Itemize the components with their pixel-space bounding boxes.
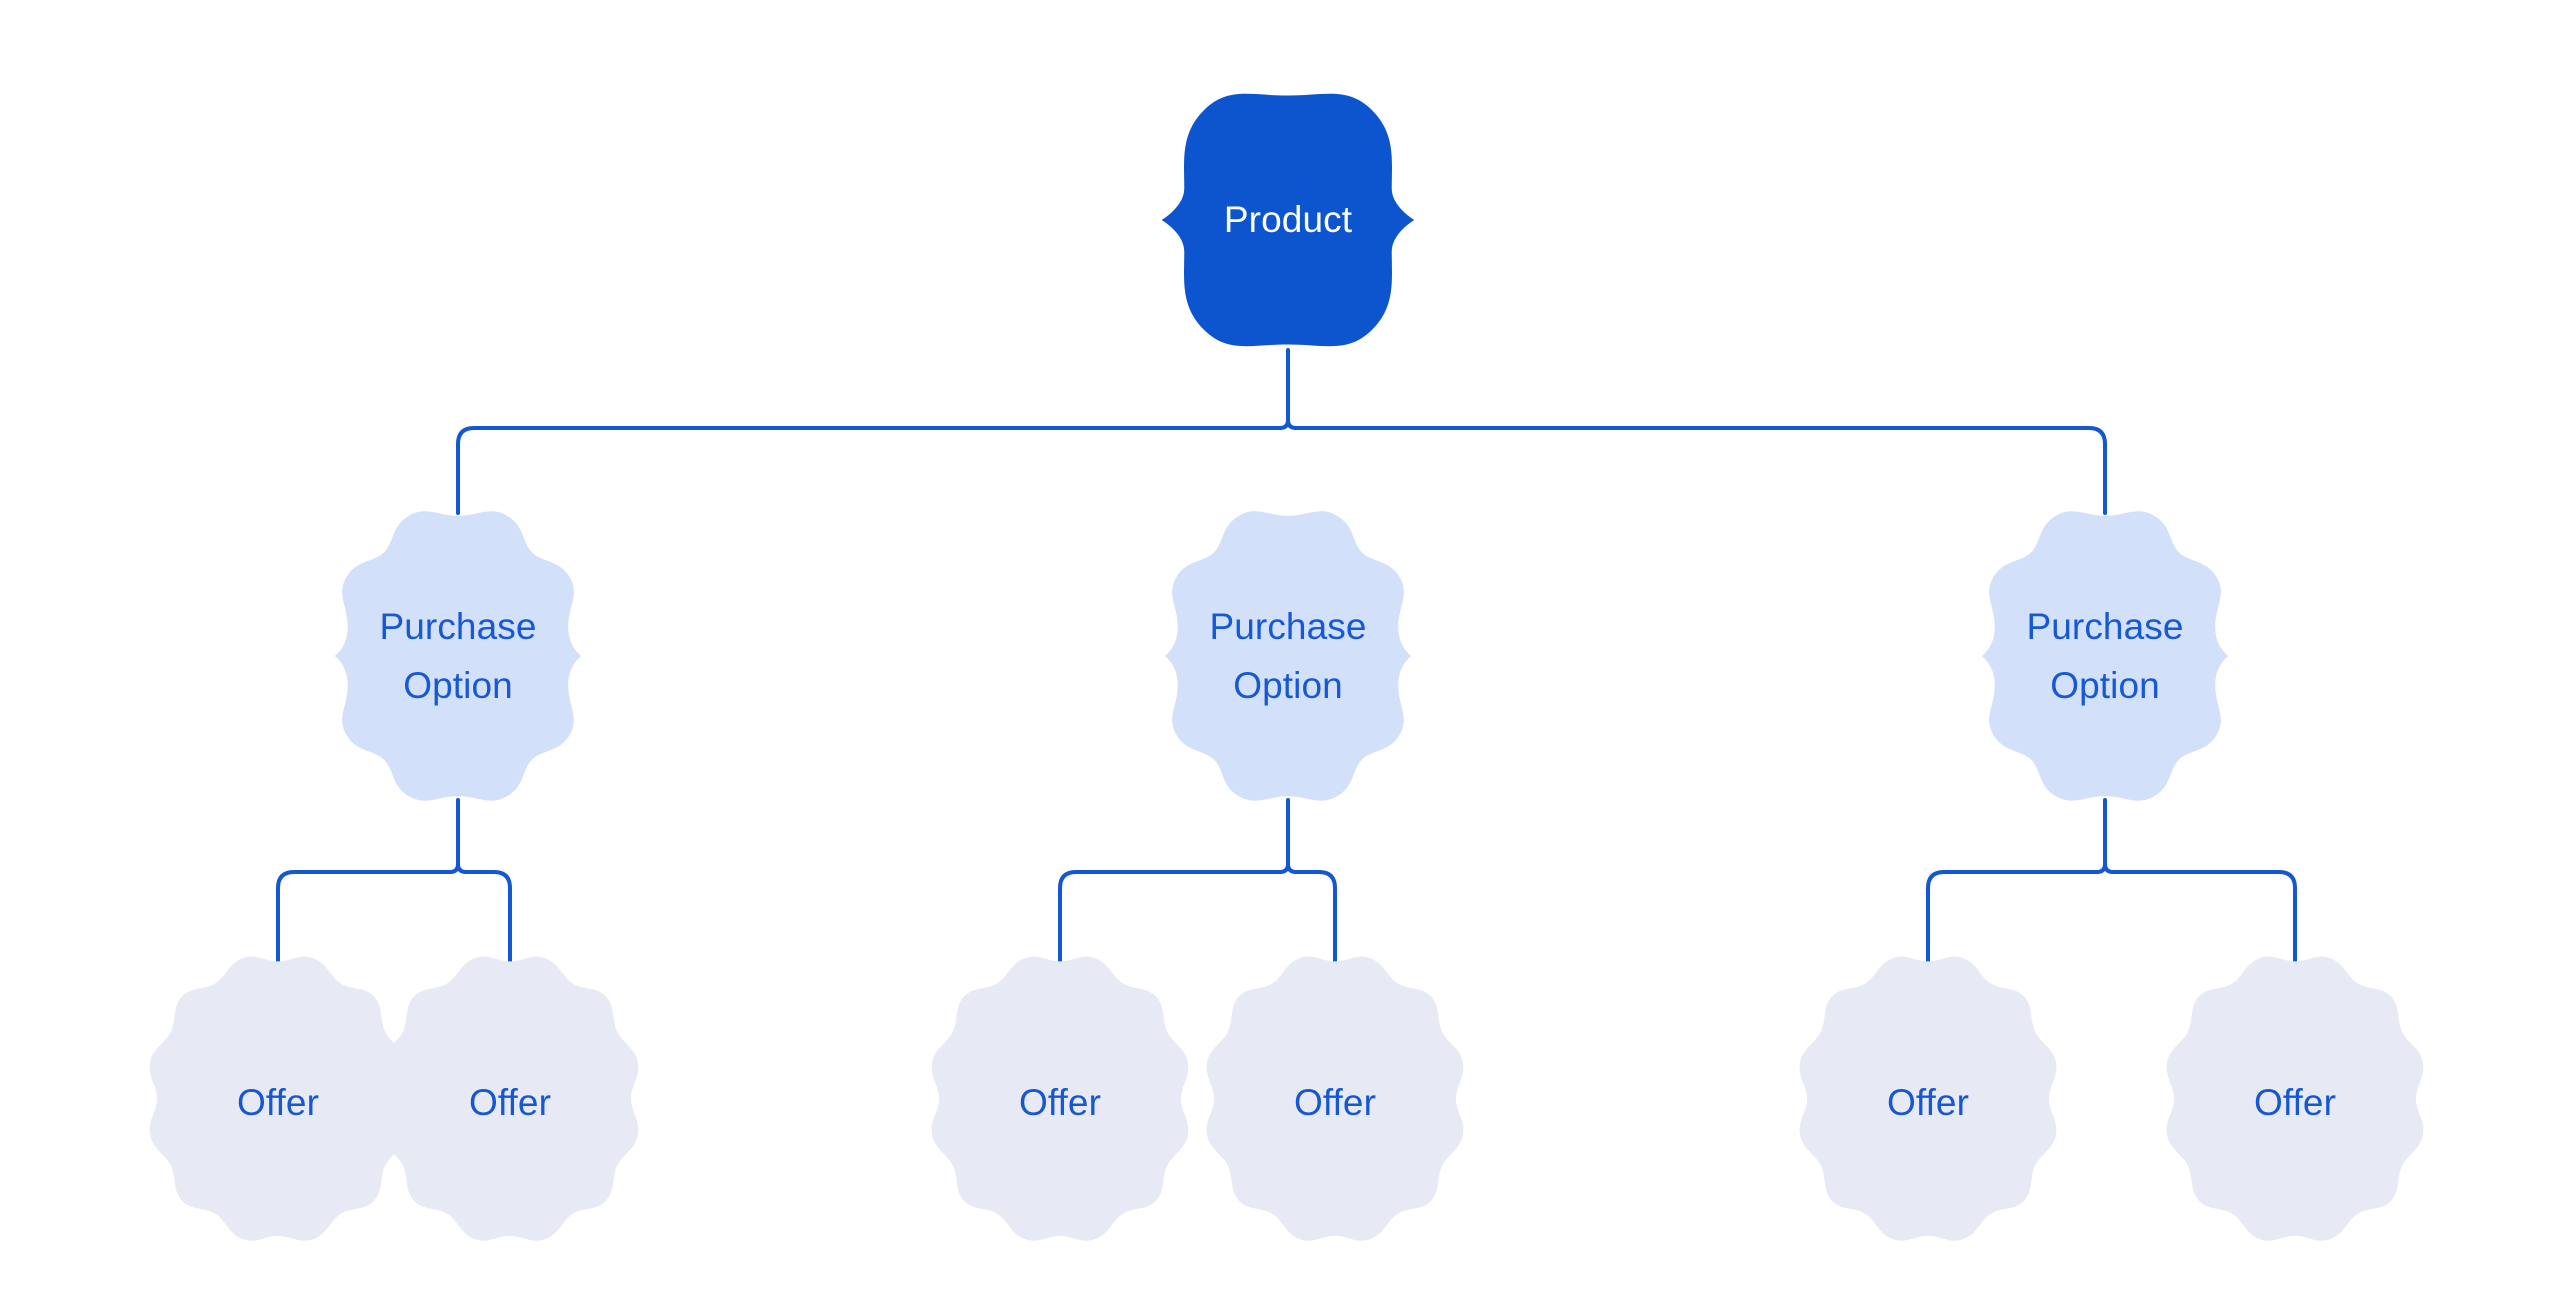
offer-scallop-shape [1206, 956, 1464, 1241]
connector-po1-to-offer2 [464, 870, 512, 964]
node-offer-2[interactable]: Offer [371, 956, 649, 1249]
connector-po1-to-offer1 [276, 870, 452, 964]
node-purchase-option-3[interactable]: Purchase Option [1960, 510, 2250, 802]
connector-po3-to-offer6 [2111, 870, 2297, 964]
offer-scallop-shape [2166, 956, 2424, 1241]
offer-scallop-shape [381, 956, 639, 1241]
node-offer-5[interactable]: Offer [1789, 956, 2067, 1249]
node-purchase-option-2[interactable]: Purchase Option [1143, 510, 1433, 802]
connector-po3-to-offer5 [1926, 870, 2099, 964]
purchase-option-scallop-shape [334, 511, 582, 801]
product-blob-shape [1161, 93, 1415, 347]
node-purchase-option-1[interactable]: Purchase Option [313, 510, 603, 802]
connector-po2-to-offer3 [1058, 870, 1282, 964]
node-offer-6[interactable]: Offer [2156, 956, 2434, 1249]
node-offer-4[interactable]: Offer [1196, 956, 1474, 1249]
offer-scallop-shape [149, 956, 407, 1241]
connector-bus-level1-right [1294, 426, 2107, 515]
purchase-option-scallop-shape [1164, 511, 1412, 801]
offer-scallop-shape [931, 956, 1189, 1241]
connector-bus-level1-left [456, 426, 1282, 515]
node-product[interactable]: Product [1155, 89, 1421, 351]
offer-scallop-shape [1799, 956, 2057, 1241]
node-offer-3[interactable]: Offer [921, 956, 1199, 1249]
purchase-option-scallop-shape [1981, 511, 2229, 801]
connector-po2-to-offer4 [1294, 870, 1337, 964]
